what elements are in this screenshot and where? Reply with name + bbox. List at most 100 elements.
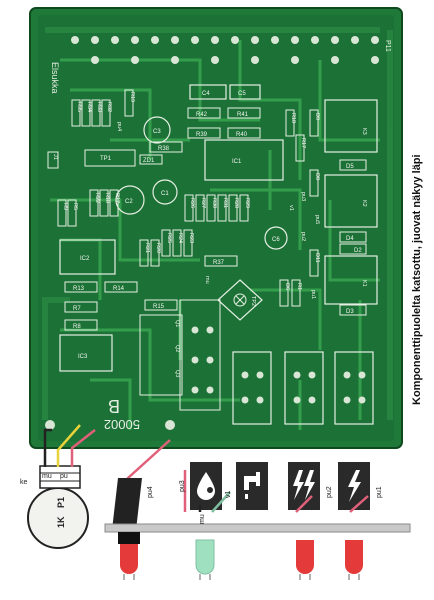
svg-text:R33: R33 [96,102,102,112]
led-red-3 [345,540,363,580]
svg-text:R14: R14 [113,286,125,292]
svg-text:pu1: pu1 [310,290,316,299]
svg-text:R18: R18 [104,193,110,203]
svg-text:C3: C3 [153,129,161,135]
svg-text:R28: R28 [233,198,239,208]
drop-icon [197,472,215,500]
svg-text:R25: R25 [166,233,172,243]
svg-text:R18: R18 [290,113,296,123]
wire-pu3: pu3 [179,480,186,492]
svg-text:pu5: pu5 [314,215,320,224]
svg-text:R24: R24 [177,233,183,243]
svg-text:R22: R22 [94,193,100,203]
led-red-2 [296,540,314,580]
tp2-diamond: TP2 [217,279,263,321]
svg-text:J1: J1 [52,154,58,160]
wire-v1: v1 [225,491,232,499]
pot-wire-mu: mu [42,473,52,480]
svg-text:R7: R7 [73,306,81,312]
tap-icon [244,472,260,499]
board-tag-top: P11 [384,40,391,52]
board-letter: B [108,396,120,416]
led-row [118,532,363,580]
svg-text:R5: R5 [72,203,78,210]
svg-text:R38: R38 [158,146,170,152]
svg-text:mu: mu [204,276,210,284]
pcb-board: Elsukka P11 IC1 IC2 IC3 C1 C2 C3 C4 [29,7,403,449]
pot-value: 1K [56,516,66,528]
mounting-strip [104,523,411,533]
svg-text:pu4: pu4 [116,122,122,131]
svg-text:D5: D5 [346,164,354,170]
svg-text:K3: K3 [361,128,367,135]
wire-mu: mu [199,514,206,524]
relays [324,99,378,305]
svg-text:D4: D4 [346,236,354,242]
pot-name: P1 [56,497,66,508]
bolt-icon [348,470,361,502]
svg-text:R42: R42 [196,112,208,118]
caption: Komponenttipuolelta katsottu, juovat näk… [411,154,423,405]
svg-text:D3: D3 [346,309,354,315]
svg-text:D6: D6 [284,283,290,290]
svg-text:D9: D9 [314,113,320,120]
svg-text:R37: R37 [213,260,225,266]
led-green [195,539,215,580]
svg-text:C4: C4 [202,91,210,97]
svg-text:TP2: TP2 [250,296,256,306]
svg-text:K2: K2 [361,200,367,207]
ic3: IC3 [59,334,113,372]
svg-text:v1: v1 [288,205,294,211]
svg-text:R39: R39 [196,132,208,138]
svg-text:R20: R20 [155,243,161,253]
wire-pu4: pu4 [147,486,154,498]
svg-text:R17: R17 [114,193,120,203]
wire-pu1: pu1 [376,486,383,498]
pot-wire-ke: ke [20,479,28,486]
sensor-row [190,462,370,510]
svg-text:R15: R15 [153,304,165,310]
svg-text:R21: R21 [144,243,150,253]
svg-text:C1: C1 [161,191,169,197]
svg-text:C5: C5 [238,91,246,97]
svg-text:R26: R26 [189,198,195,208]
ic1: IC1 [204,139,284,181]
svg-text:R8: R8 [73,324,81,330]
svg-text:R31: R31 [222,198,228,208]
svg-text:R13: R13 [73,286,85,292]
pot-wires [43,424,96,467]
svg-text:Q3: Q3 [174,370,180,377]
svg-text:R9: R9 [62,203,68,210]
resistor-group-topleft [71,89,134,127]
svg-text:R17: R17 [300,138,306,148]
svg-text:R29: R29 [244,198,250,208]
board-code: 50002 [104,417,140,432]
svg-text:IC1: IC1 [232,159,242,165]
pot-wire-pu: pu [60,473,68,480]
board-brand: Elsukka [50,62,60,94]
double-bolt-icon [293,470,315,500]
sensor-tap [236,462,268,510]
svg-text:R19: R19 [129,92,135,102]
pu4-sensor [112,478,142,530]
svg-text:pu3: pu3 [300,192,306,201]
capacitors [115,84,288,250]
svg-text:IC2: IC2 [80,256,90,262]
svg-text:R41: R41 [237,112,249,118]
svg-text:Q2: Q2 [174,345,180,352]
svg-text:ZD1: ZD1 [143,158,155,164]
svg-text:D2: D2 [354,248,362,254]
led-red-1 [118,532,140,580]
svg-text:R32: R32 [106,102,112,112]
sensor-slot-outlines [232,351,374,425]
svg-text:C2: C2 [125,199,133,205]
wire-pu2: pu2 [326,486,333,498]
resistors [64,107,261,331]
svg-text:R1: R1 [296,283,302,290]
top-pad-row [71,36,379,64]
svg-text:D11: D11 [314,253,320,263]
svg-text:R35: R35 [76,102,82,112]
svg-text:K1: K1 [361,280,367,287]
svg-text:R40: R40 [236,132,248,138]
